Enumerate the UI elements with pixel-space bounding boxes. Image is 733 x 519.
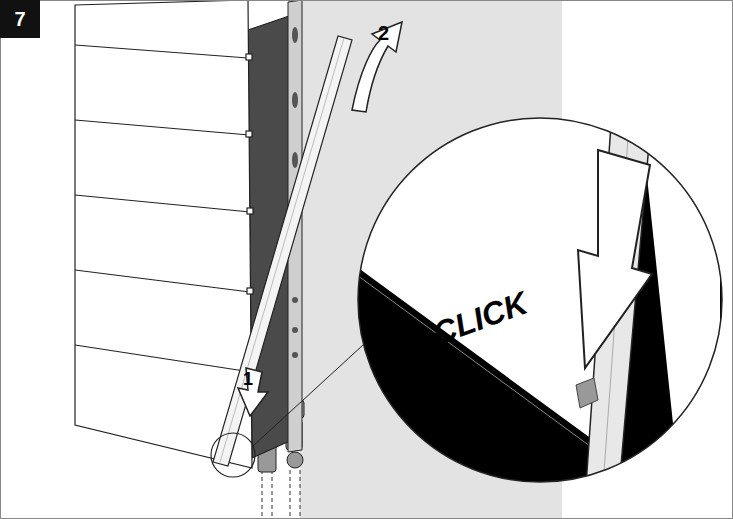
step-arrow-number: 2 bbox=[378, 22, 389, 45]
step-number-box: 7 bbox=[0, 0, 40, 38]
radiator-front bbox=[75, 0, 253, 468]
detail-view bbox=[350, 110, 730, 500]
detail-marker bbox=[211, 433, 255, 477]
leader-line bbox=[253, 345, 363, 446]
pipes bbox=[262, 470, 300, 519]
detail-circle bbox=[358, 118, 722, 482]
step-number: 7 bbox=[14, 8, 25, 31]
direction-arrow bbox=[352, 22, 402, 112]
trim-strip bbox=[213, 36, 352, 466]
direction-arrow bbox=[238, 368, 268, 416]
trim-strip-edge bbox=[220, 38, 344, 462]
step-arrow-number: 1 bbox=[243, 369, 253, 390]
